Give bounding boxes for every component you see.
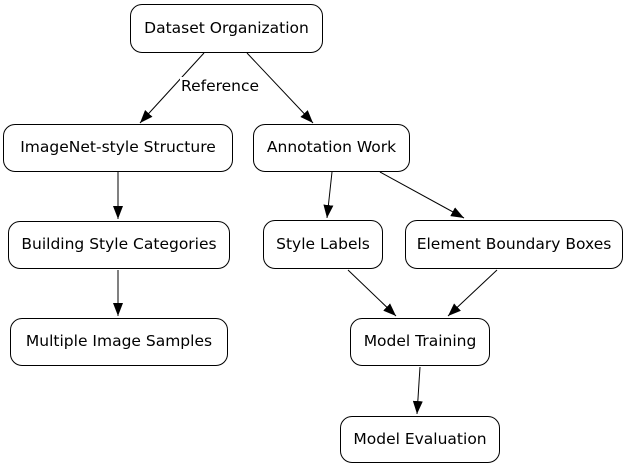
node-building-style-categories: Building Style Categories [8, 221, 230, 269]
node-label-model-training: Model Training [363, 332, 477, 351]
node-label-dataset-organization: Dataset Organization [144, 18, 309, 37]
node-multiple-image-samples: Multiple Image Samples [10, 318, 228, 366]
edge-model-training-to-model-evaluation [412, 366, 423, 415]
edge-annotation-work-to-style-labels [323, 171, 334, 219]
node-label-annotation-work: Annotation Work [266, 138, 397, 157]
node-model-training: Model Training [350, 318, 490, 366]
node-label-imagenet-style-structure: ImageNet-style Structure [20, 138, 216, 157]
edge-element-boundary-boxes-to-model-training [447, 269, 498, 317]
node-model-evaluation: Model Evaluation [340, 416, 500, 463]
edge-dataset-organization-to-imagenet-structure [139, 52, 205, 124]
node-style-labels: Style Labels [263, 220, 383, 269]
node-annotation-work: Annotation Work [253, 124, 410, 172]
node-label-multiple-image-samples: Multiple Image Samples [25, 332, 213, 351]
node-imagenet-style-structure: ImageNet-style Structure [3, 124, 233, 172]
node-label-element-boundary-boxes: Element Boundary Boxes [416, 234, 612, 253]
node-label-building-style-categories: Building Style Categories [21, 235, 217, 254]
node-dataset-organization: Dataset Organization [130, 4, 323, 53]
node-label-style-labels: Style Labels [276, 234, 370, 253]
edge-label-reference: Reference [180, 77, 261, 96]
node-element-boundary-boxes: Element Boundary Boxes [405, 220, 623, 269]
edge-annotation-work-to-element-boundary-boxes [379, 171, 465, 219]
node-label-model-evaluation: Model Evaluation [353, 429, 487, 448]
edge-style-labels-to-model-training [347, 269, 397, 317]
edge-dataset-organization-to-annotation-work [246, 52, 314, 124]
